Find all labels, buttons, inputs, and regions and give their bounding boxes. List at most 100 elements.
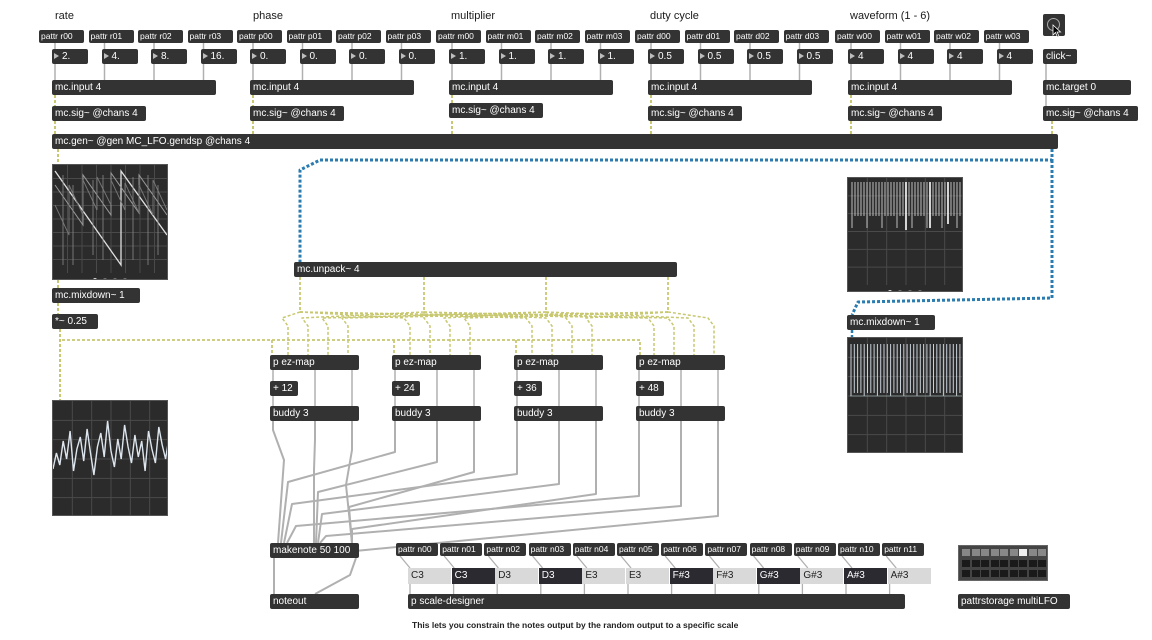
pattr-phase-0[interactable]: pattr p00 xyxy=(237,30,282,43)
scale-key-11[interactable]: A#3 xyxy=(887,568,931,584)
preset-slot[interactable] xyxy=(1009,549,1018,556)
preset-slot[interactable] xyxy=(1000,570,1008,577)
ez-map-object-1[interactable]: p ez-map xyxy=(270,355,359,370)
pattr-phase-1[interactable]: pattr p01 xyxy=(286,30,332,43)
preset-slot[interactable] xyxy=(990,570,999,577)
ez-map-object-3[interactable]: p ez-map xyxy=(514,355,603,370)
pattr-note-9[interactable]: pattr n09 xyxy=(793,543,836,556)
ez-map-object-4[interactable]: p ez-map xyxy=(636,355,725,370)
pattr-rate-2[interactable]: pattr r02 xyxy=(138,30,183,43)
number-box-rate-1[interactable]: 4. xyxy=(101,49,138,64)
preset-slot[interactable] xyxy=(1009,570,1018,577)
scale-key-10[interactable]: A#3 xyxy=(844,568,887,584)
pattr-duty-3[interactable]: pattr d03 xyxy=(783,30,829,43)
preset-slot[interactable] xyxy=(1028,549,1037,556)
preset-slot[interactable] xyxy=(1019,549,1027,556)
scale-designer-object[interactable]: p scale-designer xyxy=(408,594,905,609)
mc-sig-duty[interactable]: mc.sig~ @chans 4 xyxy=(648,106,742,121)
preset-slot[interactable] xyxy=(971,570,980,577)
mc-sig-phase[interactable]: mc.sig~ @chans 4 xyxy=(250,106,344,121)
number-box-duty-3[interactable]: 0.5 xyxy=(796,49,833,64)
preset-slot[interactable] xyxy=(971,559,980,567)
pattr-note-1[interactable]: pattr n01 xyxy=(440,543,483,556)
number-box-rate-0[interactable]: 2. xyxy=(52,49,88,64)
pattr-note-5[interactable]: pattr n05 xyxy=(617,543,659,556)
mc-input-rate[interactable]: mc.input 4 xyxy=(52,80,216,95)
preset-slot[interactable] xyxy=(971,549,980,556)
pattr-duty-1[interactable]: pattr d01 xyxy=(684,30,730,43)
preset-slot[interactable] xyxy=(990,559,999,567)
preset-slot[interactable] xyxy=(1028,570,1037,577)
scale-key-9[interactable]: G#3 xyxy=(800,568,844,584)
mc-sig-waveform[interactable]: mc.sig~ @chans 4 xyxy=(848,106,942,121)
preset-slot[interactable] xyxy=(962,549,970,556)
preset-slot[interactable] xyxy=(990,549,999,556)
number-box-waveform-2[interactable]: 4 xyxy=(947,49,983,64)
mc-input-waveform[interactable]: mc.input 4 xyxy=(848,80,1012,95)
preset-slot[interactable] xyxy=(1009,559,1018,567)
scale-key-5[interactable]: E3 xyxy=(626,568,669,584)
makenote-object[interactable]: makenote 50 100 xyxy=(270,543,359,558)
pattrstorage-object[interactable]: pattrstorage multiLFO xyxy=(958,594,1070,609)
preset-slot[interactable] xyxy=(962,559,970,567)
offset-object-4[interactable]: + 48 xyxy=(636,381,664,396)
pattr-waveform-1[interactable]: pattr w01 xyxy=(884,30,930,43)
preset-slot[interactable] xyxy=(962,570,970,577)
mixdown-left-object[interactable]: mc.mixdown~ 1 xyxy=(52,288,140,303)
number-box-phase-3[interactable]: 0. xyxy=(398,49,435,64)
number-box-duty-1[interactable]: 0.5 xyxy=(697,49,734,64)
pattr-note-2[interactable]: pattr n02 xyxy=(484,543,527,556)
scale-key-6[interactable]: F#3 xyxy=(669,568,713,584)
number-box-multiplier-3[interactable]: 1. xyxy=(597,49,634,64)
trigger-sig-object[interactable]: mc.sig~ @chans 4 xyxy=(1043,106,1138,121)
offset-object-1[interactable]: + 12 xyxy=(270,381,298,396)
number-box-rate-3[interactable]: 16. xyxy=(200,49,237,64)
preset-slot[interactable] xyxy=(1028,559,1037,567)
preset-slot[interactable] xyxy=(981,570,989,577)
mc-unpack-object[interactable]: mc.unpack~ 4 xyxy=(294,262,677,277)
pattr-phase-3[interactable]: pattr p03 xyxy=(385,30,431,43)
pattr-multiplier-3[interactable]: pattr m03 xyxy=(584,30,630,43)
number-box-phase-1[interactable]: 0. xyxy=(299,49,336,64)
buddy-object-1[interactable]: buddy 3 xyxy=(270,406,359,421)
scale-key-3[interactable]: D3 xyxy=(538,568,582,584)
scale-key-4[interactable]: E3 xyxy=(582,568,626,584)
offset-object-3[interactable]: + 36 xyxy=(514,381,542,396)
ez-map-object-2[interactable]: p ez-map xyxy=(392,355,481,370)
preset-slot[interactable] xyxy=(981,549,989,556)
pattr-note-11[interactable]: pattr n11 xyxy=(882,543,925,556)
number-box-multiplier-2[interactable]: 1. xyxy=(548,49,584,64)
number-box-phase-2[interactable]: 0. xyxy=(349,49,385,64)
number-box-waveform-0[interactable]: 4 xyxy=(848,49,884,64)
buddy-object-2[interactable]: buddy 3 xyxy=(392,406,481,421)
pattr-note-10[interactable]: pattr n10 xyxy=(838,543,880,556)
number-box-waveform-1[interactable]: 4 xyxy=(897,49,934,64)
mc-input-duty[interactable]: mc.input 4 xyxy=(648,80,812,95)
offset-object-2[interactable]: + 24 xyxy=(392,381,420,396)
mc-target-object[interactable]: mc.target 0 xyxy=(1043,80,1131,95)
mc-input-phase[interactable]: mc.input 4 xyxy=(250,80,414,95)
preset-slot[interactable] xyxy=(1019,570,1027,577)
preset-slot[interactable] xyxy=(1019,559,1027,567)
preset-slot[interactable] xyxy=(981,559,989,567)
mc-sig-multiplier[interactable]: mc.sig~ @chans 4 xyxy=(449,103,543,118)
number-box-multiplier-1[interactable]: 1. xyxy=(498,49,535,64)
pattr-note-0[interactable]: pattr n00 xyxy=(396,543,438,556)
mixdown-right-object[interactable]: mc.mixdown~ 1 xyxy=(847,315,935,330)
number-box-duty-2[interactable]: 0.5 xyxy=(747,49,783,64)
preset-slot[interactable] xyxy=(1038,570,1046,577)
pattr-note-8[interactable]: pattr n08 xyxy=(749,543,792,556)
pattr-note-6[interactable]: pattr n06 xyxy=(661,543,704,556)
pattr-phase-2[interactable]: pattr p02 xyxy=(336,30,381,43)
pattr-duty-2[interactable]: pattr d02 xyxy=(734,30,779,43)
preset-slot[interactable] xyxy=(1000,559,1008,567)
number-box-rate-2[interactable]: 8. xyxy=(151,49,187,64)
pattr-rate-1[interactable]: pattr r01 xyxy=(88,30,134,43)
mc-input-multiplier[interactable]: mc.input 4 xyxy=(449,80,613,95)
pattr-note-7[interactable]: pattr n07 xyxy=(705,543,748,556)
scale-key-0[interactable]: C3 xyxy=(408,568,451,584)
pattrstorage-preset-grid[interactable] xyxy=(958,545,1048,581)
number-box-duty-0[interactable]: 0.5 xyxy=(648,49,684,64)
preset-slot[interactable] xyxy=(1038,549,1046,556)
preset-slot[interactable] xyxy=(1000,549,1008,556)
